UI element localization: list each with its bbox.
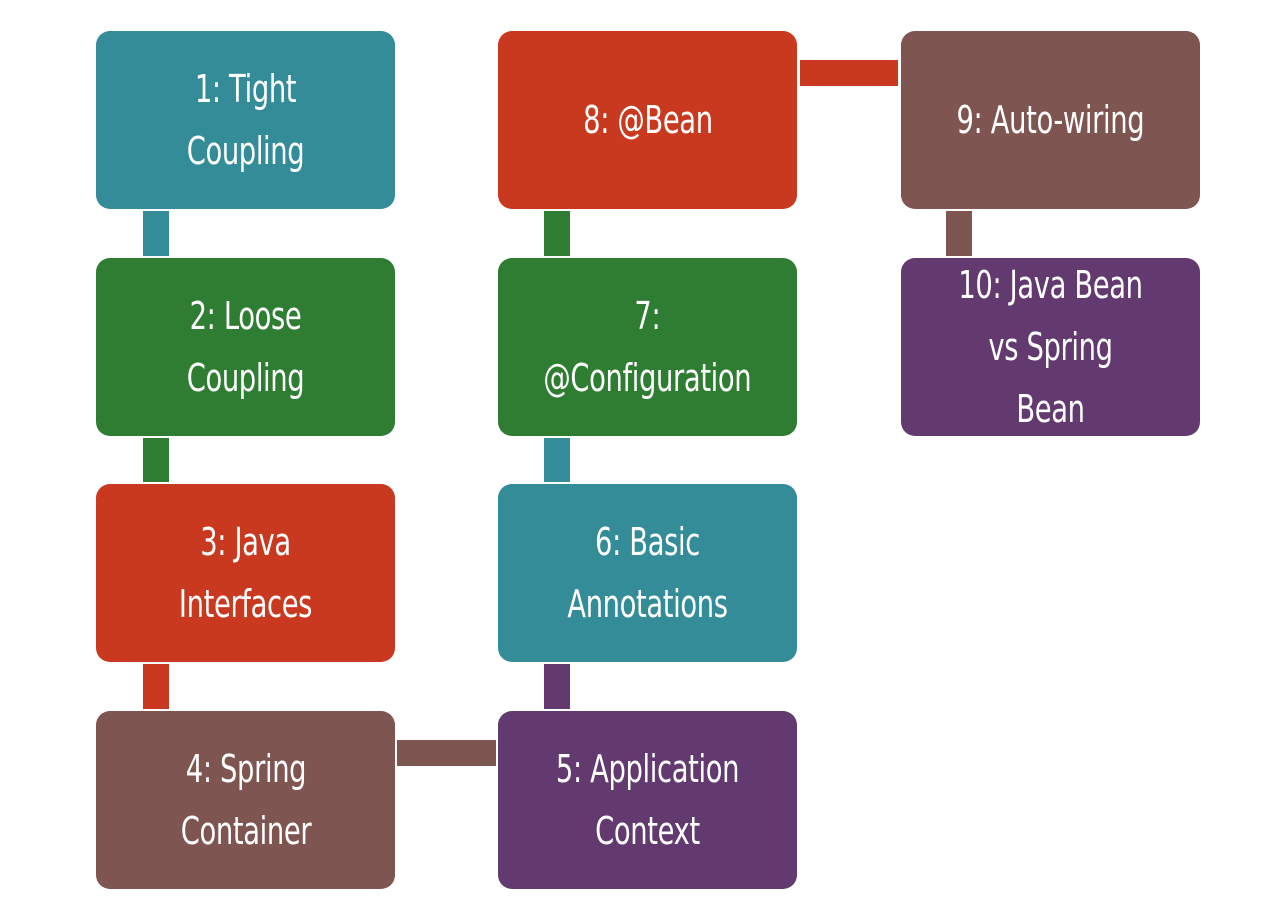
step-label: 7: @Configuration <box>543 294 752 400</box>
step-label: 2: Loose Coupling <box>186 294 305 400</box>
step-label: 5: Application Context <box>555 747 740 853</box>
step-label: 3: Java Interfaces <box>178 520 313 626</box>
connector-4-5 <box>397 740 496 766</box>
step-box-tight-coupling: 1: Tight Coupling <box>96 31 395 209</box>
step-box-auto-wiring: 9: Auto-wiring <box>901 31 1200 209</box>
step-box-basic-annotations: 6: Basic Annotations <box>498 484 797 662</box>
step-box-java-interfaces: 3: Java Interfaces <box>96 484 395 662</box>
step-box-configuration: 7: @Configuration <box>498 258 797 436</box>
connector-7-8 <box>544 211 570 256</box>
step-box-java-bean-vs-spring-bean: 10: Java Bean vs Spring Bean <box>901 258 1200 436</box>
step-label: 10: Java Bean vs Spring Bean <box>958 263 1143 431</box>
connector-2-3 <box>143 438 169 482</box>
step-label: 6: Basic Annotations <box>567 520 728 626</box>
step-box-application-context: 5: Application Context <box>498 711 797 889</box>
step-label: 4: Spring Container <box>180 747 311 853</box>
connector-6-7 <box>544 438 570 482</box>
step-label: 9: Auto-wiring <box>956 98 1145 142</box>
step-box-loose-coupling: 2: Loose Coupling <box>96 258 395 436</box>
step-box-bean: 8: @Bean <box>498 31 797 209</box>
step-label: 8: @Bean <box>582 98 713 142</box>
connector-5-6 <box>544 664 570 709</box>
connector-8-9 <box>800 60 898 86</box>
connector-9-10 <box>946 211 972 256</box>
step-label: 1: Tight Coupling <box>186 67 305 173</box>
connector-1-2 <box>143 211 169 256</box>
step-box-spring-container: 4: Spring Container <box>96 711 395 889</box>
connector-3-4 <box>143 664 169 709</box>
